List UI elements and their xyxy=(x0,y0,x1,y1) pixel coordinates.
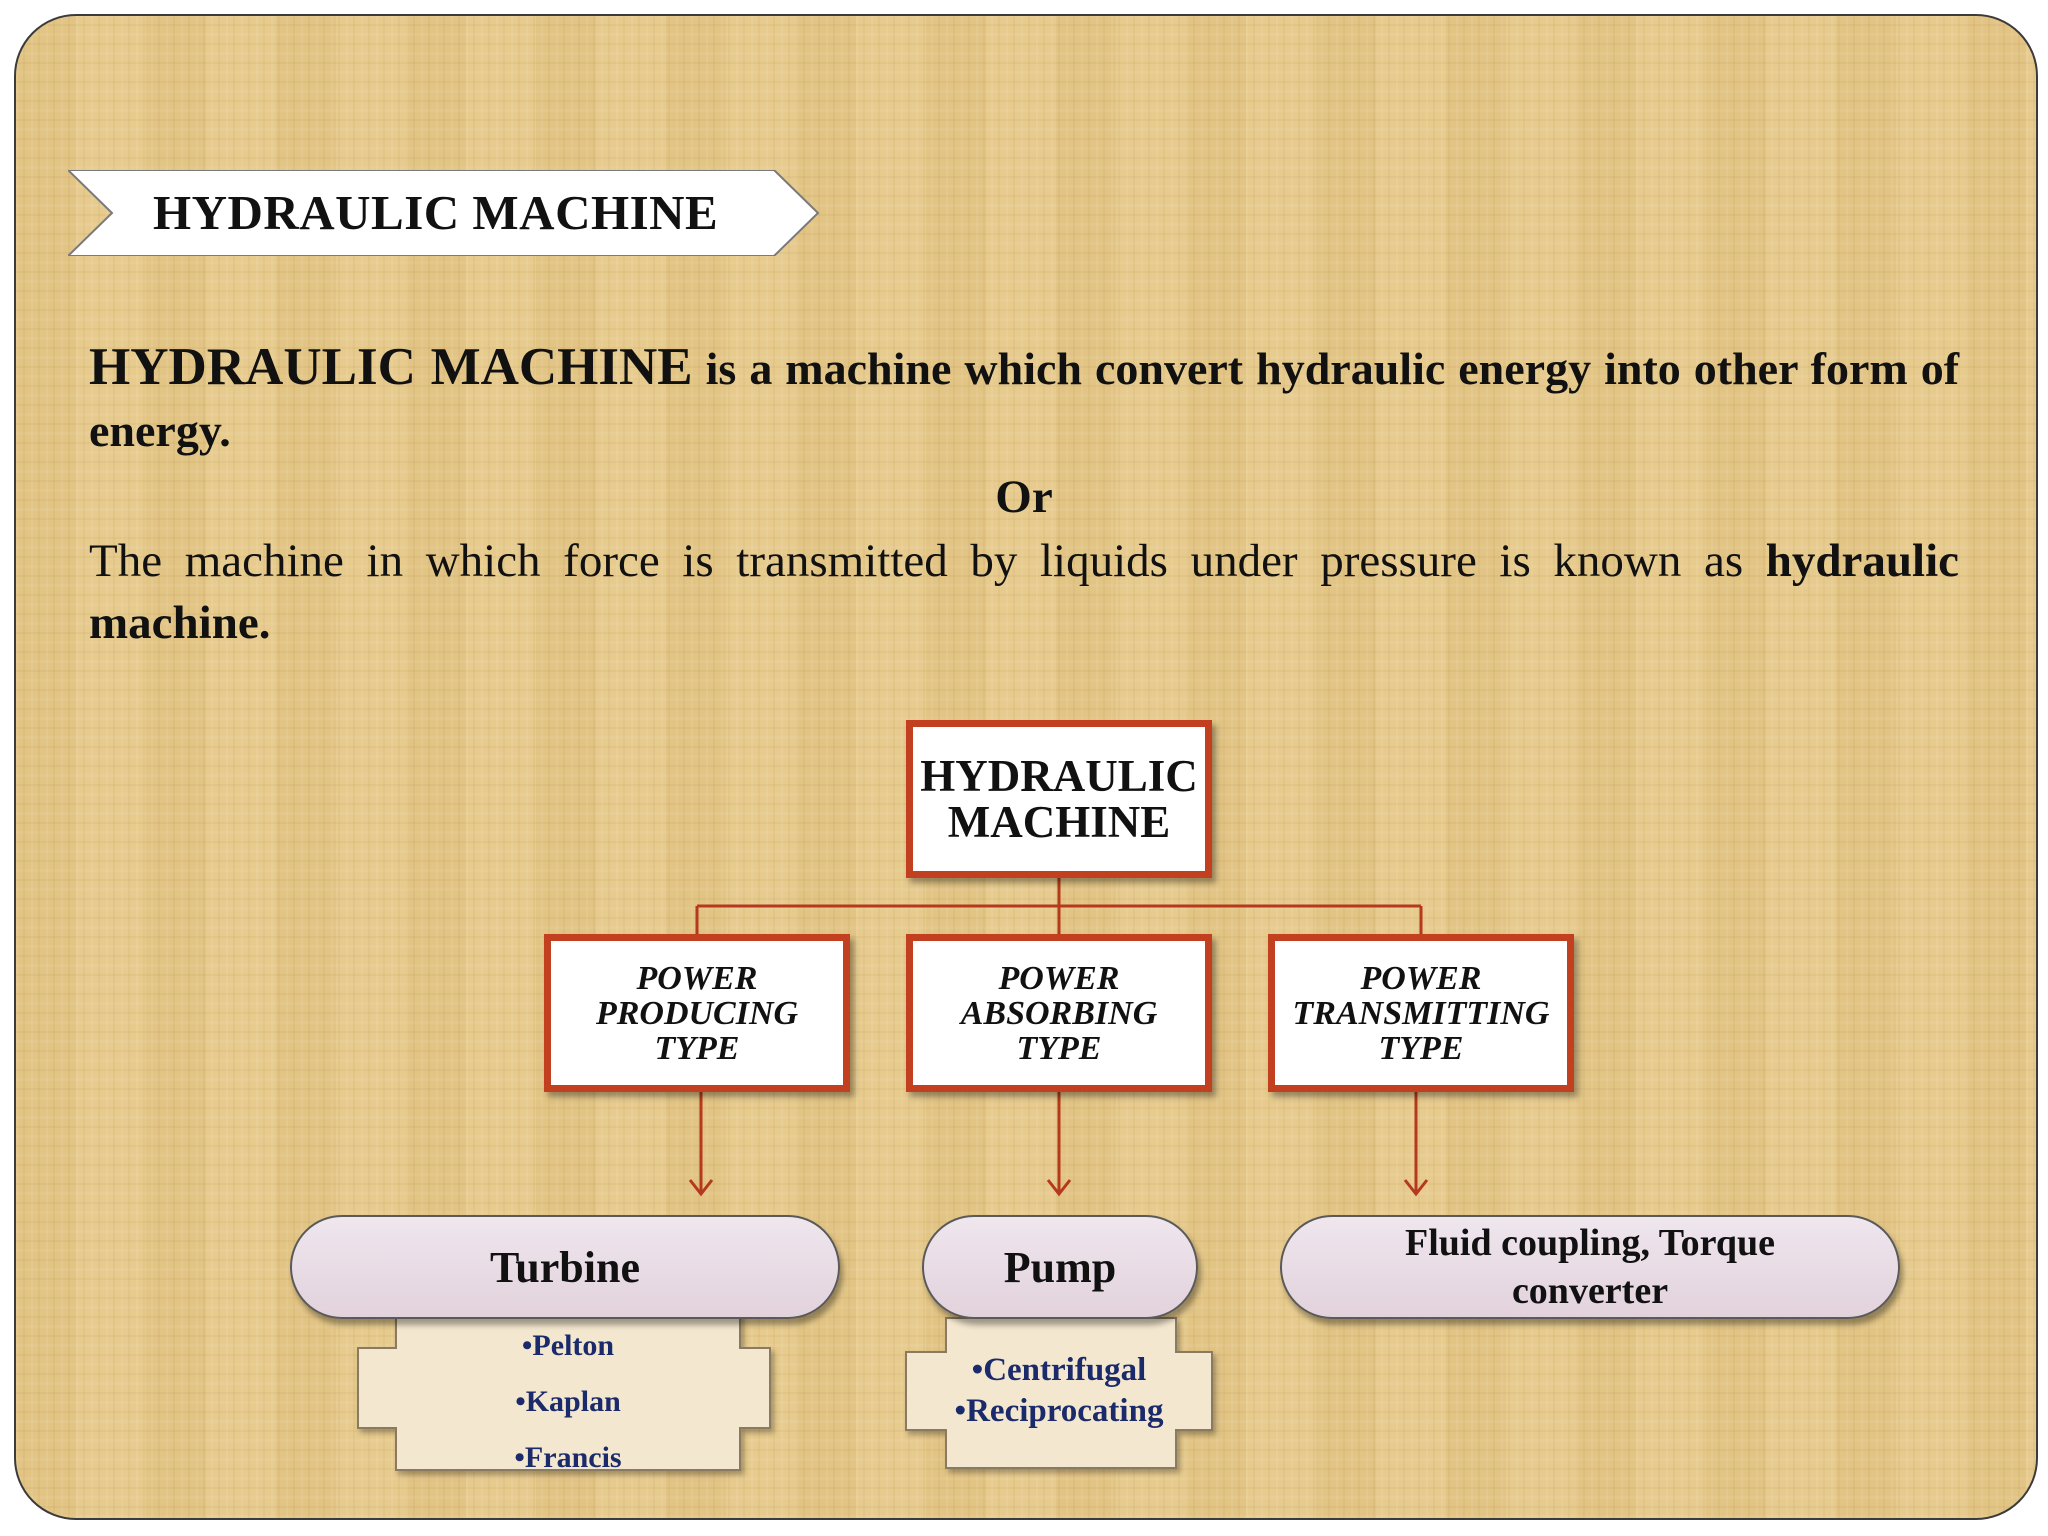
definition2-text: The machine in which force is transmitte… xyxy=(89,535,1766,587)
root-line-2: MACHINE xyxy=(947,797,1171,847)
list-item: •Pelton xyxy=(521,1329,615,1362)
arrow-head-2 xyxy=(1046,1179,1072,1197)
definition-text: is a machine which convert hydraulic ene… xyxy=(89,343,1960,456)
type-line: POWER xyxy=(636,959,758,997)
type-line: ABSORBING xyxy=(960,994,1158,1032)
type-line: TRANSMITTING xyxy=(1292,994,1550,1032)
arrow-head-3 xyxy=(1403,1179,1429,1197)
arrow-head-1 xyxy=(688,1179,714,1197)
list-item: •Kaplan xyxy=(515,1385,621,1418)
type-line: TYPE xyxy=(654,1029,740,1067)
pump-items-panel xyxy=(905,1317,1213,1469)
or-separator: Or xyxy=(995,471,1053,523)
turbine-items-panel xyxy=(357,1307,771,1471)
title-tag-shape xyxy=(68,170,820,256)
turbine-items: •Pelton •Kaplan •Francis xyxy=(396,1318,740,1474)
page-title: HYDRAULIC MACHINE xyxy=(153,185,719,240)
title-tag: HYDRAULIC MACHINE xyxy=(68,170,820,256)
definition-term: HYDRAULIC MACHINE xyxy=(89,338,693,396)
type-line: PRODUCING xyxy=(595,994,799,1032)
type-line: POWER xyxy=(998,959,1120,997)
pump-items: •Centrifugal •Reciprocating xyxy=(906,1350,1212,1432)
fluid-coupling-label: Fluid coupling, Torque converter xyxy=(1405,1222,1775,1312)
root-line-1: HYDRAULIC xyxy=(920,751,1198,801)
definition-paragraph: HYDRAULIC MACHINE is a machine which con… xyxy=(89,336,1959,462)
list-item: •Reciprocating xyxy=(954,1393,1164,1429)
type-line: TYPE xyxy=(1016,1029,1102,1067)
pump-node: Pump xyxy=(922,1215,1198,1319)
definition2-bold: hydraulic machine. xyxy=(89,535,1959,649)
turbine-node: Turbine xyxy=(290,1215,840,1319)
fluid-coupling-node: Fluid coupling, Torque converter xyxy=(1280,1215,1900,1319)
list-item: •Francis xyxy=(514,1441,622,1474)
definition2-paragraph: The machine in which force is transmitte… xyxy=(89,530,1959,654)
list-item: •Centrifugal xyxy=(971,1352,1147,1388)
type-line: TYPE xyxy=(1378,1029,1464,1067)
type-line: POWER xyxy=(1360,959,1482,997)
